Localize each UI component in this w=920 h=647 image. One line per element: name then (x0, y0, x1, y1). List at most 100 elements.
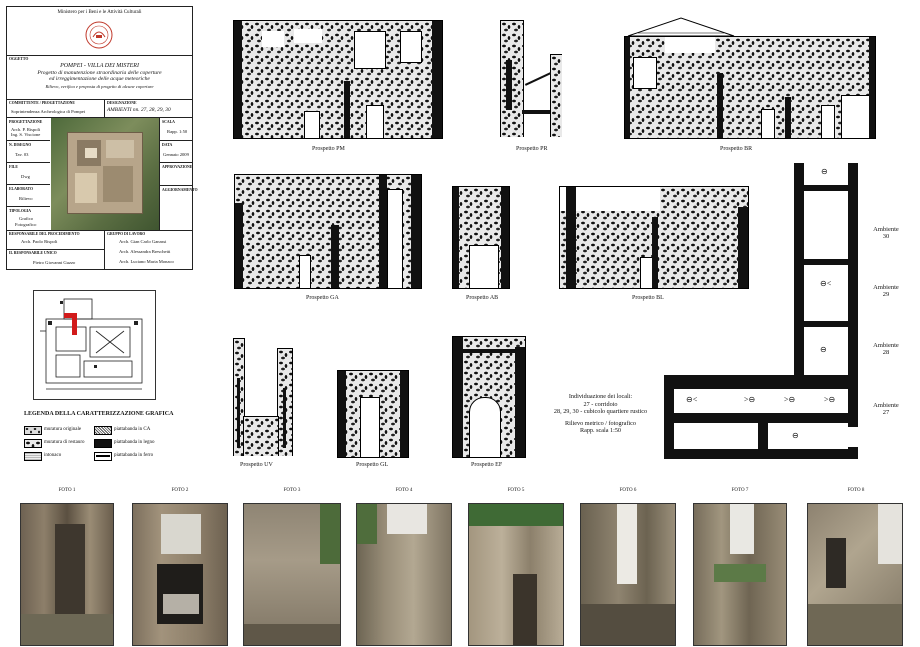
elevation-pr (500, 20, 562, 137)
label-file: FILE (9, 165, 18, 169)
legend-label-intonaco: intonaco (44, 453, 62, 458)
label-tipologia: TIPOLOGIA (9, 209, 31, 213)
photo-label-5: FOTO 5 (507, 488, 525, 493)
plan-symbol-bottom: ⊖ (792, 431, 799, 440)
info-line-4: Rilievo metrico / fotografico (565, 419, 636, 427)
project-place: POMPEI - VILLA DEI MISTERI (60, 63, 139, 69)
project-subtitle: Rilievo, verifica e proposta di progetto… (45, 84, 154, 89)
plan-symbol-28: ⊖ (820, 345, 827, 354)
label-oggetto: OGGETTO (9, 57, 29, 61)
progettista-2: Ing. S. Viscione (11, 132, 41, 137)
caption-prospetto-uv: Prospetto UV (240, 462, 273, 468)
plan-symbol-27a: ⊖< (686, 395, 698, 404)
legend-title: LEGENDA DELLA CARATTERIZZAZIONE GRAFICA (24, 411, 174, 417)
label-elaborato: ELABORATO (9, 187, 33, 191)
photo-label-2: FOTO 2 (171, 488, 189, 493)
plan-symbol-top: ⊖ (821, 167, 828, 176)
floor-plan: ⊖ ⊖< ⊖ ⊖< >⊖ >⊖ >⊖ ⊖ (664, 163, 860, 459)
label-data: DATA (162, 143, 173, 147)
photo-label-8: FOTO 8 (847, 488, 865, 493)
plan-symbol-29: ⊖< (820, 279, 832, 288)
legend-label-piattabanda-ferro: piattabanda in ferro (114, 453, 154, 458)
elaborato: Rilievo (19, 196, 33, 201)
photo-3 (243, 503, 341, 646)
legend-label-muratura-restauro: muratura di restauro (44, 440, 85, 445)
ministry-name: Ministero per i Beni e le Attività Cultu… (57, 10, 142, 15)
label-designazione: DESIGNAZIONE (107, 101, 137, 105)
ministry-logo (83, 19, 115, 51)
plan-symbol-27c: >⊖ (784, 395, 796, 404)
caption-prospetto-pm: Prospetto PM (312, 146, 345, 152)
photo-1 (20, 503, 114, 646)
label-gruppo: GRUPPO DI LAVORO (107, 232, 146, 236)
legend-swatch-piattabanda-ferro (94, 452, 112, 461)
aerial-site-photo (51, 118, 159, 230)
rup: Pietro Giovanni Guzzo (33, 260, 76, 265)
label-progettazione: PROGETTAZIONE (9, 120, 43, 124)
data: Gennaio 2009 (163, 152, 189, 157)
caption-prospetto-ab: Prospetto AB (466, 295, 499, 301)
legend-swatch-muratura-originale (24, 426, 42, 435)
info-line-3: 28, 29, 30 - cubicolo quartiere rustico (553, 408, 648, 415)
scala: Rapp. 1:50 (167, 129, 188, 134)
elevation-pm (233, 20, 443, 139)
key-plan (33, 290, 156, 400)
caption-prospetto-ga: Prospetto GA (306, 295, 339, 301)
label-aggiornamento: AGGIORNAMENTO (162, 188, 198, 192)
photo-label-3: FOTO 3 (283, 488, 301, 493)
label-responsabile: RESPONSABILE DEL PROCEDIMENTO (9, 232, 80, 236)
legend-label-piattabanda-legno: piattabanda in legno (114, 440, 155, 445)
elevation-br (624, 36, 876, 139)
photo-8 (807, 503, 903, 646)
info-line-5: Rapp. scala 1:50 (579, 427, 622, 434)
label-n-disegno: N. DISEGNO (9, 143, 32, 147)
elevation-uv (225, 338, 295, 456)
project-line-1: Progetto di manutenzione straordinaria d… (37, 70, 162, 76)
legend-label-piattabanda-ca: piattabanda in CA (114, 427, 151, 432)
photo-label-6: FOTO 6 (619, 488, 637, 493)
label-committente: COMMITTENTE / PROGETTAZIONE (9, 101, 75, 105)
legend-swatch-intonaco (24, 452, 42, 461)
legend-swatch-piattabanda-legno (94, 439, 112, 448)
gruppo-member-1: Arch. Gian Carlo Ganassi (119, 239, 167, 244)
highlight-area (64, 313, 77, 335)
gruppo-member-3: Arch. Luciano Maria Monaco (119, 259, 174, 264)
caption-prospetto-pr: Prospetto PR (516, 146, 548, 152)
photo-6 (580, 503, 676, 646)
photo-label-7: FOTO 7 (731, 488, 749, 493)
designazione: AMBIENTI nn. 27, 28, 29, 30 (107, 107, 171, 113)
plan-symbol-27d: >⊖ (824, 395, 836, 404)
elevation-ga (234, 174, 422, 289)
photo-label-1: FOTO 1 (58, 488, 76, 493)
photo-4 (356, 503, 452, 646)
tipologia-fotografico: Fotografico (15, 222, 37, 227)
elevation-bl (559, 186, 749, 289)
caption-prospetto-bl: Prospetto BL (632, 295, 664, 301)
label-scala: SCALA (162, 120, 175, 124)
progettista-1: Arch. P. Rispoli (11, 127, 41, 132)
project-line-2: ed irreggimentazione delle acque meteori… (49, 76, 150, 82)
elevation-ef (452, 336, 526, 458)
label-approvazione: APPROVAZIONE (162, 165, 193, 169)
legend-swatch-muratura-restauro (24, 439, 42, 448)
caption-prospetto-gl: Prospetto GL (356, 462, 389, 468)
info-block: Individuazione dei locali: 27 - corridoi… (543, 393, 658, 435)
file-type: Dwg (21, 174, 30, 179)
logo-emblem-icon (85, 21, 113, 49)
committente: Soprintendenza Archeologica di Pompei (11, 109, 86, 114)
info-line-1: Individuazione dei locali: (568, 393, 633, 400)
tipologia-grafico: Grafico (19, 216, 34, 221)
elevation-gl (337, 370, 409, 458)
photo-2 (132, 503, 228, 646)
legend-label-muratura-originale: muratura originale (44, 427, 82, 432)
plan-symbol-27b: >⊖ (744, 395, 756, 404)
legend-swatch-piattabanda-ca (94, 426, 112, 435)
photo-label-4: FOTO 4 (395, 488, 413, 493)
label-rup: IL RESPONSABILE UNICO (9, 251, 57, 255)
villa-plan-drawing (40, 298, 143, 390)
n-disegno: Tav. 03 (15, 152, 29, 157)
gruppo-member-2: Arch. Alessandra Breschetti (119, 249, 171, 254)
